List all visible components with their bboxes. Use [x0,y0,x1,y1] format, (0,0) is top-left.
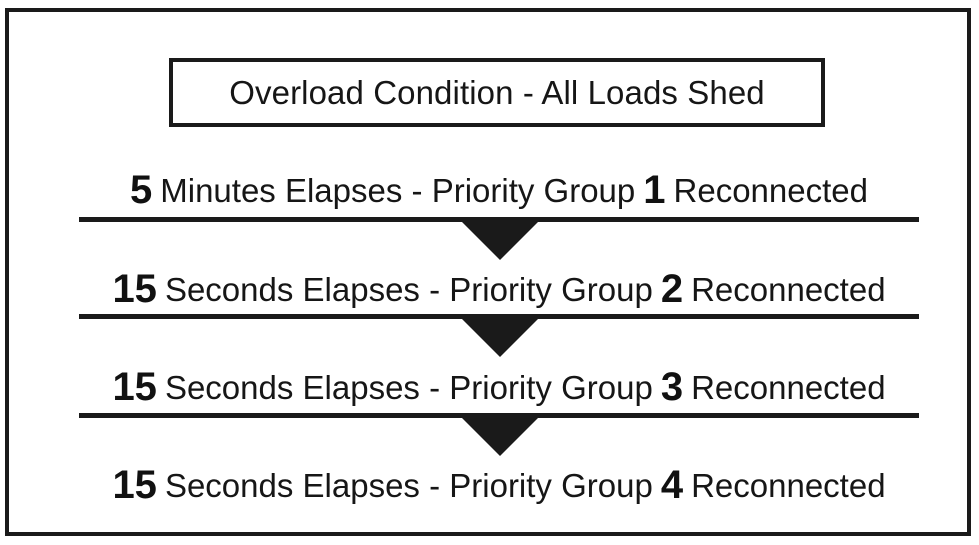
separator-line-1 [79,217,919,222]
down-arrow-icon [460,220,540,260]
step-2-suffix: Reconnected [691,270,886,308]
diagram-outer-frame: Overload Condition - All Loads Shed 5 Mi… [5,8,971,536]
step-2-description: Seconds Elapses - Priority Group [164,270,653,308]
step-4-duration: 15 [112,463,157,507]
step-4-group-number: 4 [660,463,684,507]
separator-line-2 [79,314,919,319]
step-1-group-number: 1 [643,168,666,212]
step-row-2: 15 Seconds Elapses - Priority Group 2 Re… [69,263,929,315]
step-3-group-number: 3 [660,365,684,409]
overload-condition-box: Overload Condition - All Loads Shed [169,58,825,127]
step-2-group-number: 2 [660,267,684,311]
down-arrow-icon [460,317,540,357]
step-3-suffix: Reconnected [691,368,886,406]
step-2-duration: 15 [112,267,157,311]
step-1-description: Minutes Elapses - Priority Group [160,171,636,209]
step-3-duration: 15 [112,365,157,409]
step-3-description: Seconds Elapses - Priority Group [164,368,653,406]
step-row-3: 15 Seconds Elapses - Priority Group 3 Re… [69,361,929,413]
down-arrow-icon [460,416,540,456]
step-1-suffix: Reconnected [673,171,868,209]
separator-line-3 [79,413,919,418]
step-4-suffix: Reconnected [691,466,886,504]
step-row-4: 15 Seconds Elapses - Priority Group 4 Re… [69,459,929,511]
step-row-1: 5 Minutes Elapses - Priority Group 1 Rec… [69,164,929,216]
step-1-duration: 5 [130,168,153,212]
overload-condition-label: Overload Condition - All Loads Shed [229,73,765,111]
step-4-description: Seconds Elapses - Priority Group [164,466,653,504]
